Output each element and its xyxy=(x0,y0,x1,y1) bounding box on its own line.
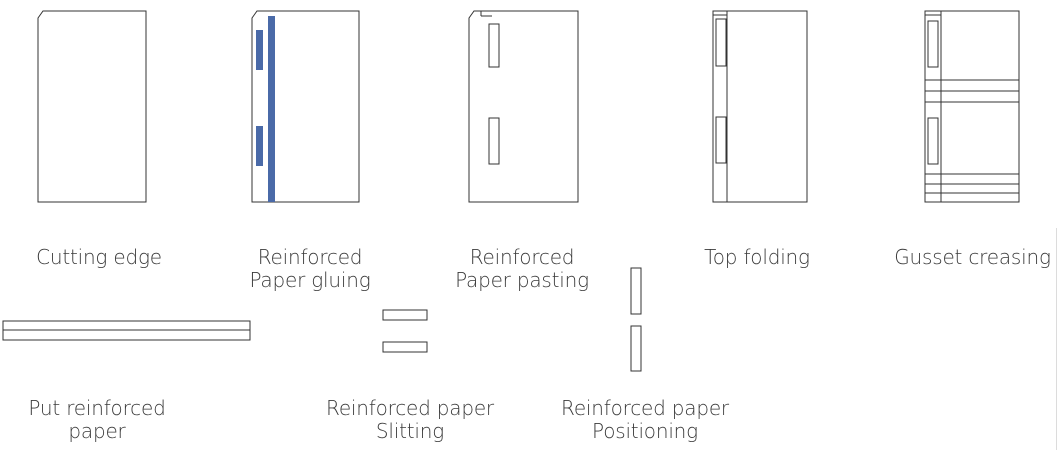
pasted-paper-top xyxy=(488,23,500,68)
reinforced-paper-roll-strip xyxy=(2,320,251,341)
sheet-reinforced-paper-pasting xyxy=(468,10,579,203)
caption-reinforced-paper-pasting-line1: Reinforced xyxy=(469,245,575,269)
folded-paper-bottom xyxy=(715,116,727,164)
caption-put-reinforced-paper: Put reinforced paper xyxy=(12,397,182,443)
caption-reinforced-paper-slitting: Reinforced paper Slitting xyxy=(310,397,510,443)
caption-cutting-edge: Cutting edge xyxy=(24,246,174,269)
caption-reinforced-paper-gluing: Reinforced Paper gluing xyxy=(230,246,390,292)
pasted-paper-bottom xyxy=(488,117,500,165)
caption-reinforced-paper-pasting: Reinforced Paper pasting xyxy=(442,246,602,292)
caption-put-reinforced-paper-line1: Put reinforced xyxy=(28,396,166,420)
caption-top-folding: Top folding xyxy=(682,246,832,269)
sheet-cutting-edge xyxy=(37,10,147,203)
positioned-piece-bottom xyxy=(630,325,642,372)
slit-paper-pieces xyxy=(382,309,428,353)
caption-reinforced-paper-positioning-line2: Positioning xyxy=(592,419,698,443)
caption-gusset-creasing: Gusset creasing xyxy=(888,246,1057,269)
slit-piece-top xyxy=(382,309,428,321)
caption-reinforced-paper-pasting-line2: Paper pasting xyxy=(455,268,589,292)
caption-reinforced-paper-slitting-line2: Slitting xyxy=(375,419,445,443)
glue-strip-top xyxy=(256,30,263,70)
caption-cutting-edge-line1: Cutting edge xyxy=(36,245,162,269)
sheet-gusset-creasing xyxy=(924,10,1020,203)
slit-piece-bottom xyxy=(382,341,428,353)
caption-reinforced-paper-positioning-line1: Reinforced paper xyxy=(561,396,729,420)
caption-reinforced-paper-gluing-line1: Reinforced xyxy=(257,245,363,269)
caption-reinforced-paper-slitting-line1: Reinforced paper xyxy=(326,396,494,420)
sheet-reinforced-paper-gluing xyxy=(251,10,360,203)
positioned-paper-pieces xyxy=(630,267,642,372)
caption-reinforced-paper-gluing-line2: Paper gluing xyxy=(249,268,371,292)
caption-top-folding-line1: Top folding xyxy=(704,245,810,269)
sheet-top-folding xyxy=(712,10,808,203)
caption-reinforced-paper-positioning: Reinforced paper Positioning xyxy=(545,397,745,443)
crease-paper-bottom xyxy=(927,117,939,165)
crease-paper-top xyxy=(927,20,939,68)
positioned-piece-top xyxy=(630,267,642,315)
glue-strip-long xyxy=(268,16,275,202)
caption-gusset-creasing-line1: Gusset creasing xyxy=(894,245,1051,269)
caption-put-reinforced-paper-line2: paper xyxy=(68,419,126,443)
folded-paper-top xyxy=(715,18,727,67)
glue-strip-bottom xyxy=(256,126,263,166)
